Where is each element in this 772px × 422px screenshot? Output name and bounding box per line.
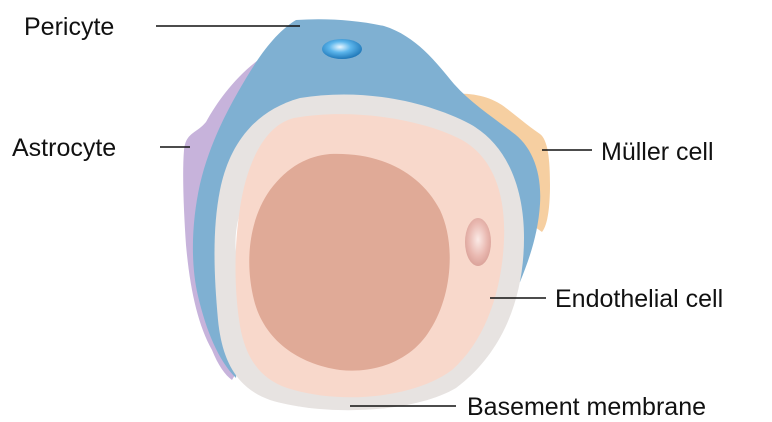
basement-membrane-label: Basement membrane — [467, 393, 706, 421]
capillary-lumen — [249, 154, 449, 371]
muller-cell-label: Müller cell — [601, 138, 714, 166]
endothelial-cell-label: Endothelial cell — [555, 285, 723, 313]
endothelial-nucleus — [465, 218, 491, 266]
astrocyte-label: Astrocyte — [12, 134, 116, 162]
pericyte-label: Pericyte — [24, 13, 114, 41]
pericyte-nucleus — [322, 39, 362, 59]
